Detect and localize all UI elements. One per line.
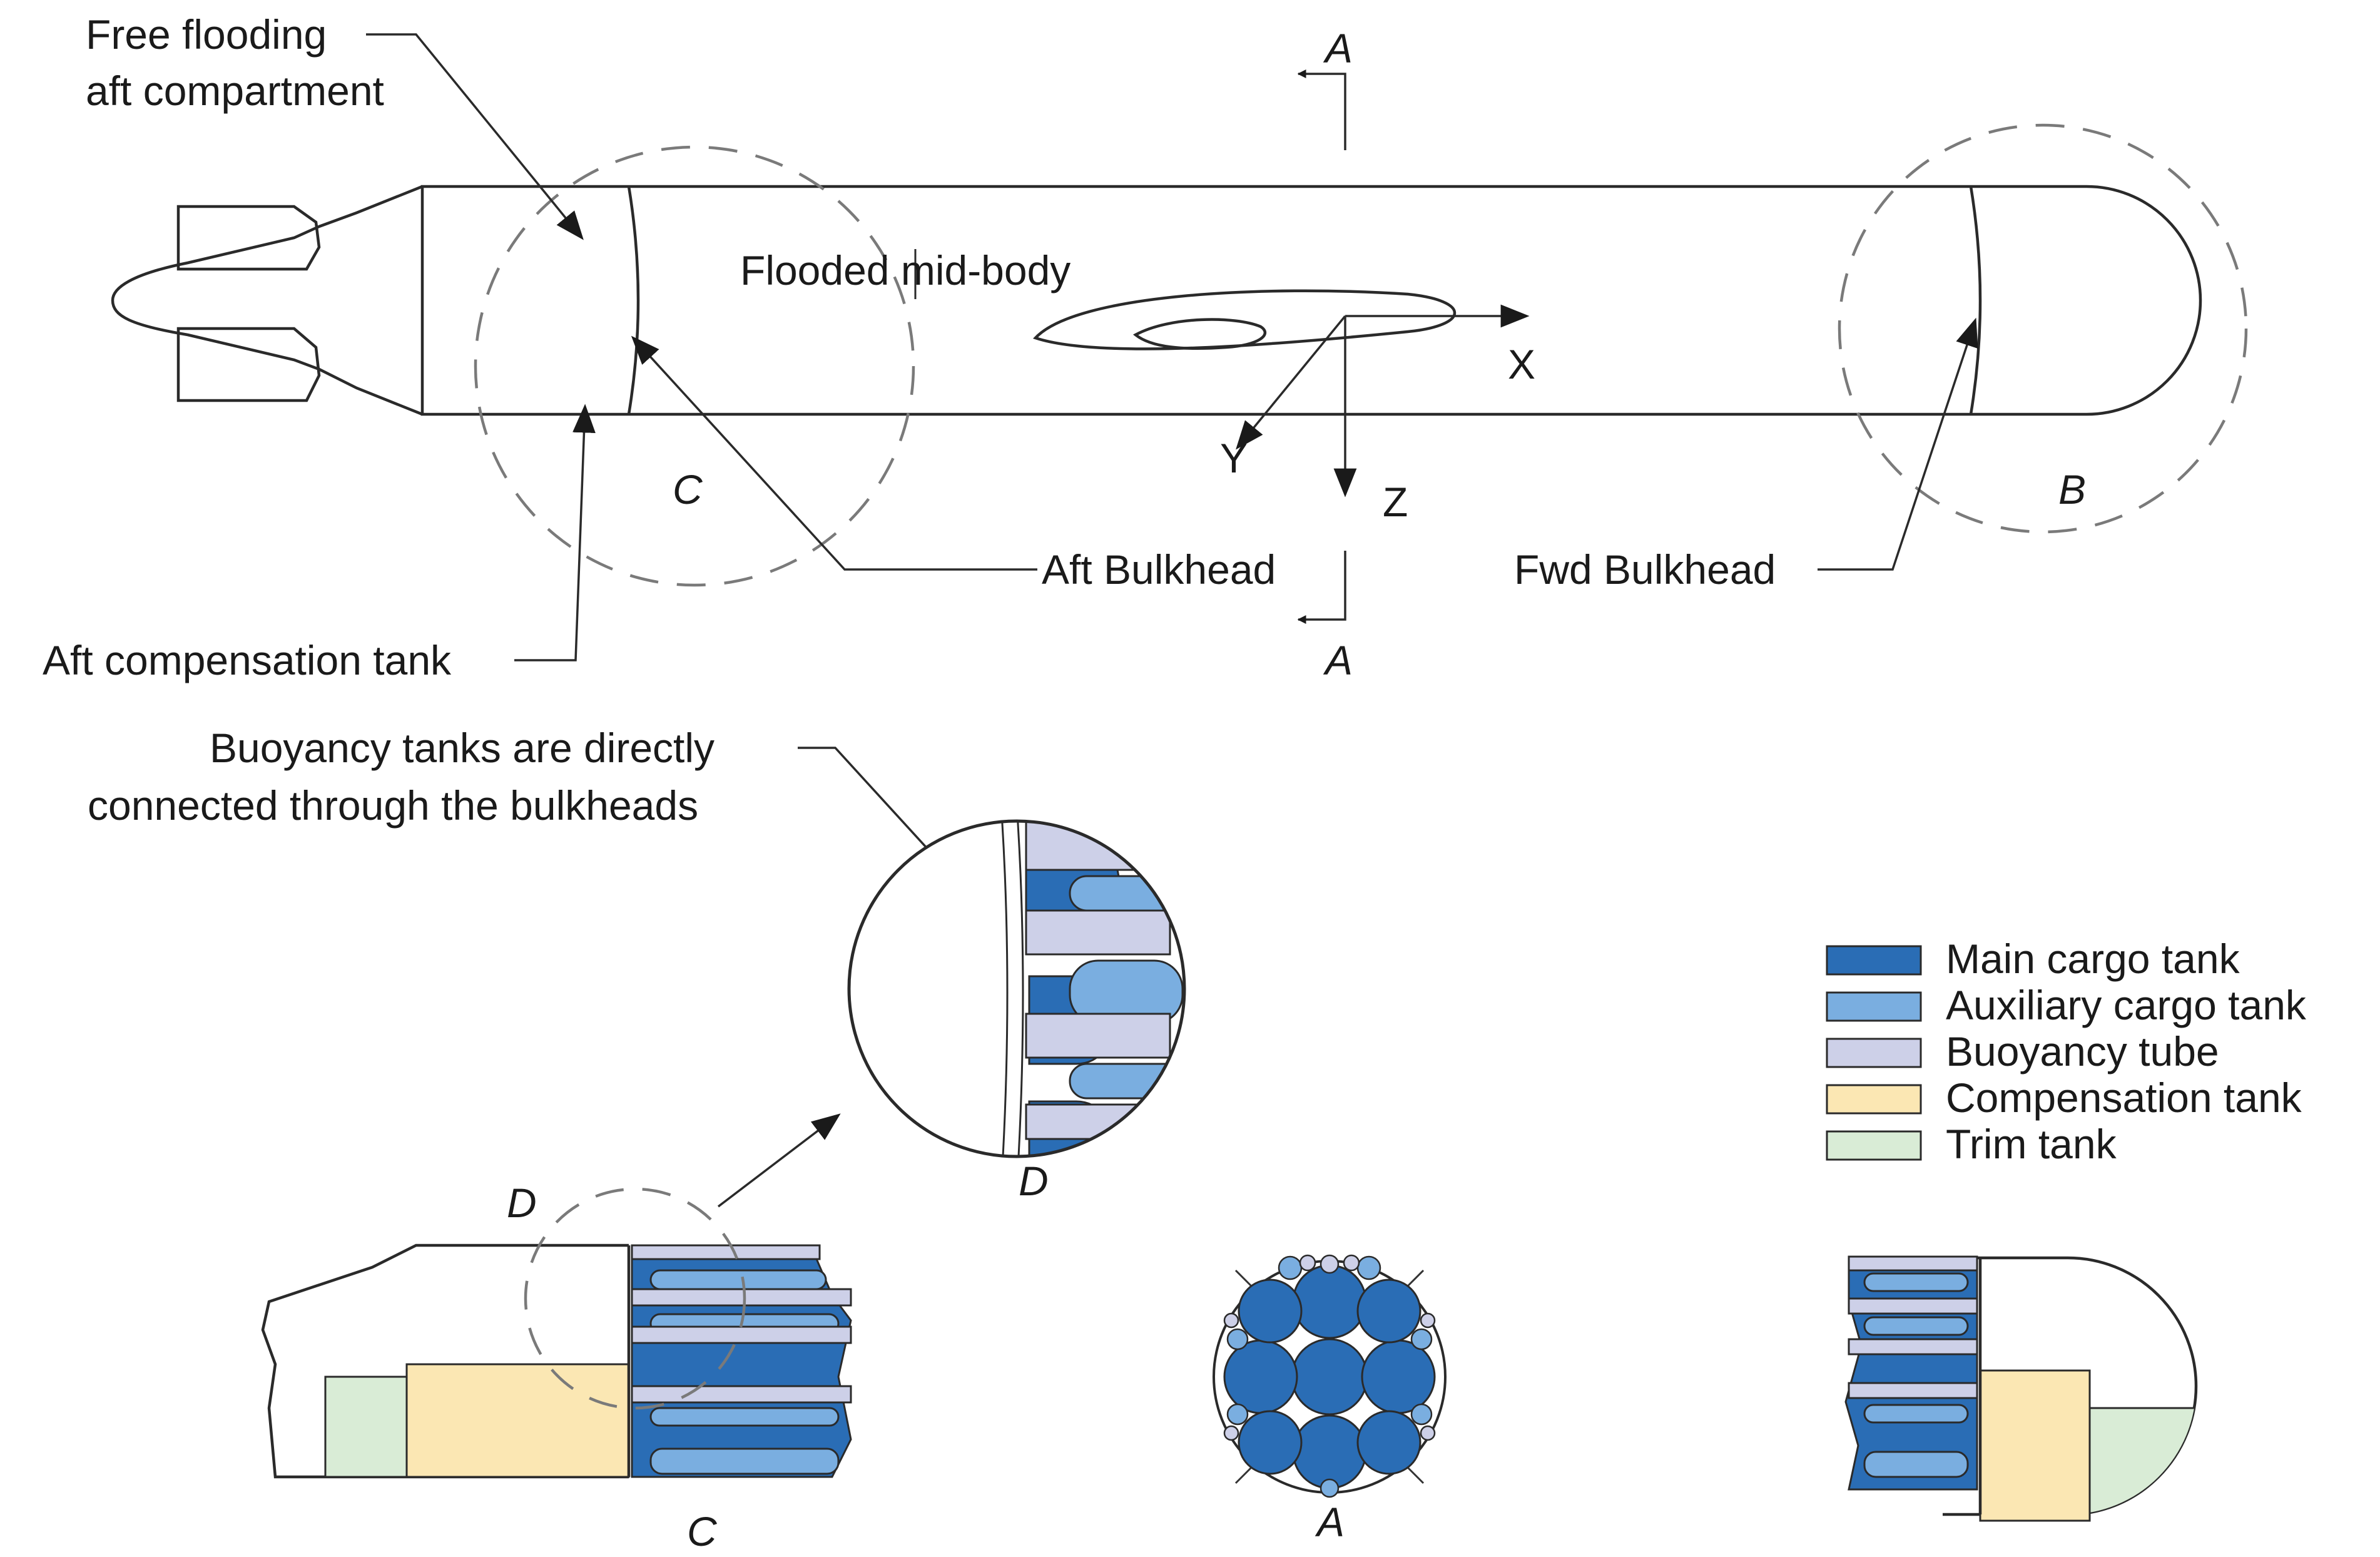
section-a-cut: [1297, 69, 1346, 624]
lower-tail-fin: [176, 327, 321, 402]
buoyancy-note-line2: connected through the bulkheads: [88, 782, 698, 829]
tail-cone: [111, 185, 423, 416]
section-c-detail-label: C: [687, 1508, 718, 1554]
axis-y-label: Y: [1220, 435, 1248, 481]
legend-swatch-comp: [1826, 1084, 1922, 1115]
axis-z-label: Z: [1383, 479, 1408, 525]
legend: Main cargo tank Auxiliary cargo tank Buo…: [1826, 936, 2307, 1167]
section-a-cross-label: A: [1315, 1499, 1345, 1545]
leader-free-flooding: [366, 33, 584, 240]
buoyancy-note-line1: Buoyancy tanks are directly: [210, 725, 715, 771]
wing-inner: [1132, 318, 1266, 350]
legend-swatch-main: [1826, 945, 1922, 976]
leader-fwd-bulkhead: [1818, 317, 1978, 571]
free-flooding-label-line2: aft compartment: [86, 68, 384, 114]
section-a-cross: [1213, 1254, 1447, 1498]
axis-triad: [1236, 304, 1530, 498]
leader-aft-bulkhead: [631, 335, 1037, 571]
aft-bulkhead-label: Aft Bulkhead: [1042, 546, 1276, 593]
section-d-detail-label: D: [1019, 1158, 1049, 1204]
fwd-bulkhead-label: Fwd Bulkhead: [1514, 546, 1776, 593]
legend-label-comp: Compensation tank: [1946, 1075, 2302, 1121]
legend-label-main: Main cargo tank: [1946, 936, 2240, 982]
upper-tail-fin: [176, 205, 321, 271]
detail-c: [261, 1187, 852, 1479]
fwd-bulkhead-line: [1969, 186, 1982, 415]
wing-profile: [1032, 289, 1457, 350]
detail-circle-b: [1838, 123, 2248, 534]
aft-compensation-label: Aft compensation tank: [43, 637, 452, 683]
flooded-mid-body-label: Flooded mid-body: [740, 247, 1070, 294]
detail-d: [847, 819, 1186, 1158]
section-c-top-label: C: [673, 466, 703, 513]
section-a-top-label: A: [1323, 25, 1353, 71]
aft-bulkhead-line: [627, 186, 640, 415]
leader-aft-compensation: [514, 404, 596, 661]
detail-b: [1844, 1255, 2198, 1522]
legend-swatch-aux: [1826, 991, 1922, 1022]
detail-circle-c: [474, 145, 915, 587]
free-flooding-label-line1: Free flooding: [86, 11, 327, 58]
section-a-bottom-label: A: [1323, 637, 1353, 683]
side-view: [111, 185, 2202, 416]
hull-body: [420, 185, 2202, 416]
legend-label-aux: Auxiliary cargo tank: [1946, 982, 2307, 1028]
leader-d-detail: [717, 1113, 841, 1208]
section-b-label: B: [2058, 466, 2086, 513]
legend-swatch-trim: [1826, 1130, 1922, 1161]
legend-swatch-buoy: [1826, 1038, 1922, 1068]
legend-label-trim: Trim tank: [1946, 1121, 2117, 1167]
section-d-marker-label: D: [507, 1180, 537, 1226]
legend-label-buoy: Buoyancy tube: [1946, 1028, 2219, 1075]
axis-x-label: X: [1508, 341, 1535, 387]
